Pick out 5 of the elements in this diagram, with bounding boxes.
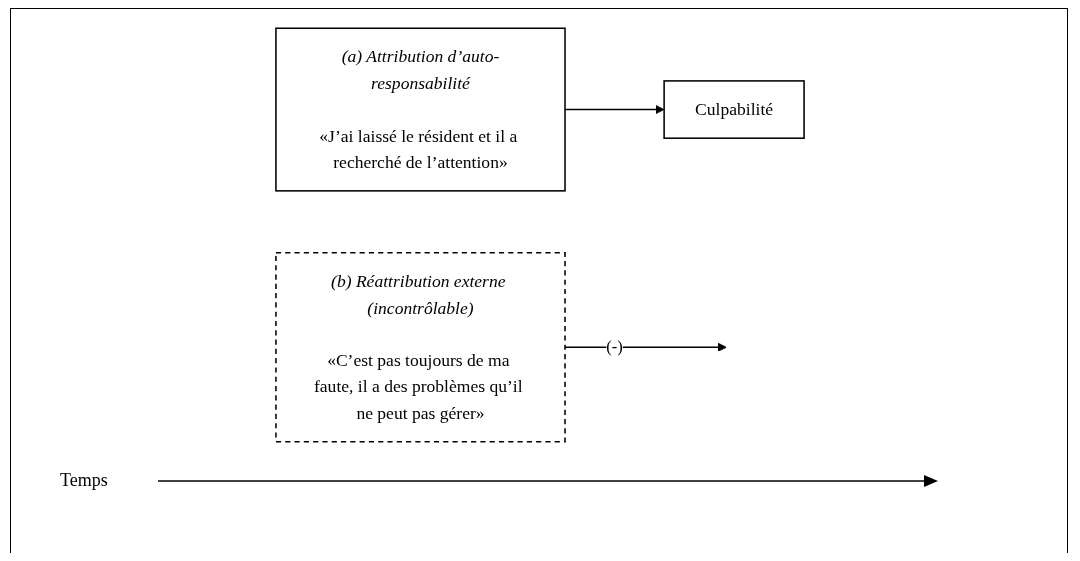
node-box: Culpabilité [663, 80, 805, 139]
node-box: (b) Réattribution externe (incontrôlable) «C’est pas toujours de ma faute, il a des problèmes qu’il ne peut pas gérer» [275, 252, 566, 443]
node-box: (a) Attribution d’auto-responsabilité «J’ai laissé le résident et il a recherché de l’attention» [275, 27, 566, 192]
axis-label: Temps [60, 470, 108, 491]
edge-label: (-) [606, 337, 623, 356]
